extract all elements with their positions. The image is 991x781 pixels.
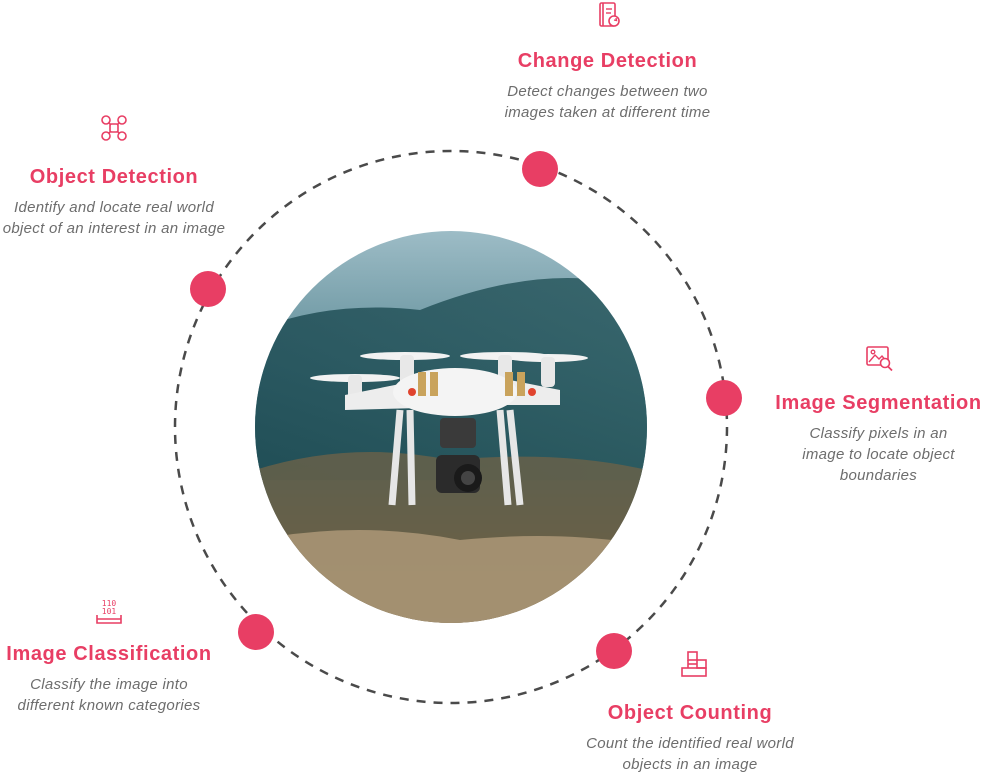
drone-photo bbox=[255, 231, 647, 623]
binary-tray-icon: 110 101 bbox=[96, 599, 122, 624]
feature-description: Count the identified real world objects … bbox=[586, 735, 794, 773]
feature-image-classification: 110 101 Image Classification Classify th… bbox=[0, 595, 218, 716]
feature-object-counting: Object Counting Count the identified rea… bbox=[586, 648, 794, 775]
feature-change-detection: Change Detection Detect changes between … bbox=[470, 0, 745, 123]
feature-title: Image Segmentation bbox=[775, 392, 982, 414]
binary-glyph: 101 bbox=[102, 607, 117, 616]
feature-title: Object Counting bbox=[607, 702, 773, 724]
node-dot-change-detection bbox=[522, 151, 558, 187]
stacked-boxes-icon bbox=[681, 651, 707, 677]
feature-title: Object Detection bbox=[29, 166, 199, 188]
node-dot-image-classification bbox=[238, 614, 274, 650]
feature-object-detection: Object Detection Identify and locate rea… bbox=[0, 112, 228, 239]
orbit-ring bbox=[173, 149, 729, 705]
feature-description: Detect changes between two images taken … bbox=[504, 83, 711, 121]
drone-icon bbox=[310, 352, 588, 506]
feature-description: Classify the image into different known … bbox=[17, 676, 201, 714]
feature-description: Identify and locate real world object of… bbox=[2, 199, 226, 237]
node-dot-object-counting bbox=[596, 633, 632, 669]
document-refresh-icon bbox=[598, 2, 620, 27]
feature-title: Image Classification bbox=[6, 643, 212, 665]
node-dot-image-segmentation bbox=[706, 380, 742, 416]
feature-image-segmentation: Image Segmentation Classify pixels in an… bbox=[766, 342, 991, 486]
binary-glyph: 110 bbox=[102, 599, 117, 608]
node-dot-object-detection bbox=[190, 271, 226, 307]
image-search-icon bbox=[865, 346, 893, 372]
feature-title: Change Detection bbox=[517, 50, 698, 72]
drone-outline-icon bbox=[101, 115, 127, 141]
feature-description: Classify pixels in an image to locate ob… bbox=[802, 425, 955, 484]
